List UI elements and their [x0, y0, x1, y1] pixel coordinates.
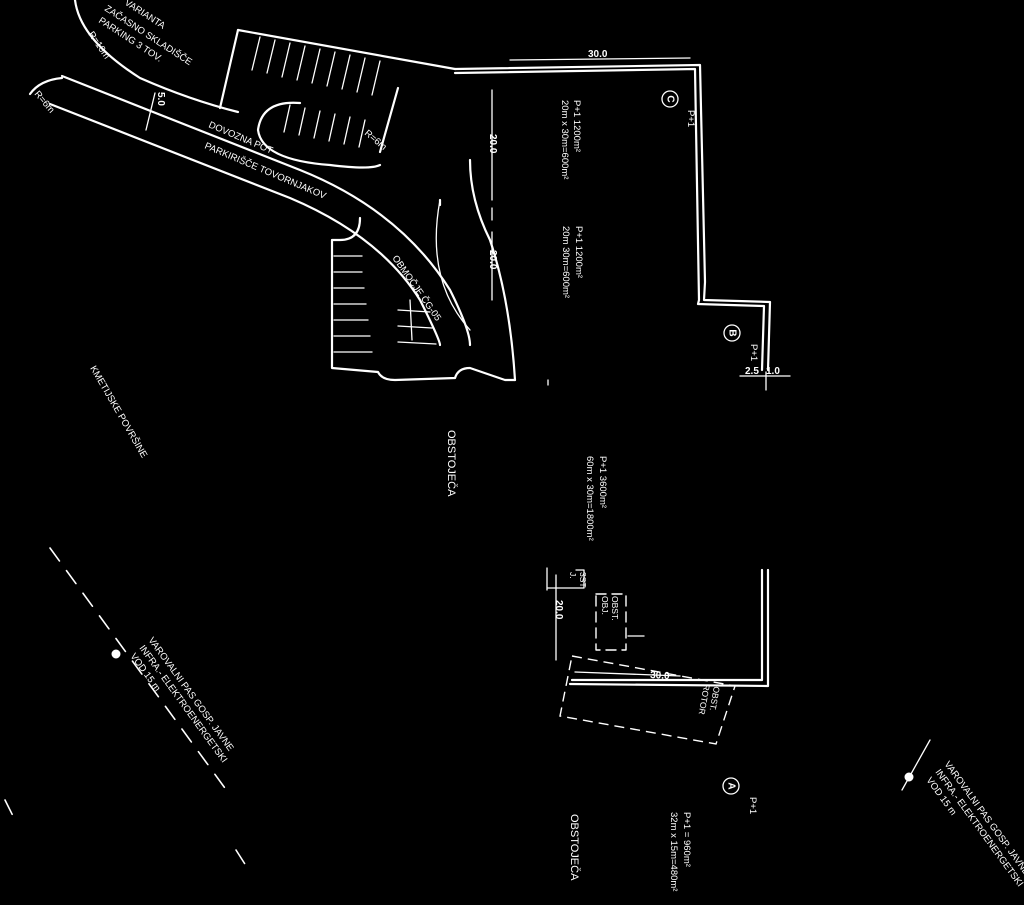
- dim-road-width: 5.0: [155, 92, 166, 106]
- left-radius: R=6m: [32, 89, 57, 116]
- dim-bottom-width: 30.0: [650, 670, 670, 682]
- corridor-right-line-2: INFRA.- ELEKTROENERGETSKI: [933, 767, 1024, 889]
- building-b-area-1: P+1 1200m²: [573, 226, 584, 278]
- corridor-right-line-1: VAROVALNI PAS GOSP. JAVNE: [942, 759, 1024, 877]
- building-b-letter: B: [727, 329, 738, 336]
- existing-objects: [547, 379, 736, 745]
- existing-fragment-2: J.: [568, 572, 578, 579]
- building-c-letter: C: [665, 95, 676, 102]
- building-a-area-1: P+1 = 960m²: [681, 812, 692, 867]
- truck-parking: [330, 158, 517, 382]
- parking-top: [218, 28, 457, 169]
- dim-offset-b: 1.0: [766, 366, 780, 377]
- dim-depth-b: 20.0: [487, 250, 498, 270]
- access-road: [28, 0, 472, 347]
- building-c-floors: P+1: [685, 110, 696, 127]
- dim-depth-c: 20.0: [487, 134, 498, 154]
- building-a-area-2: 32m x 15m=480m²: [668, 812, 679, 891]
- dim-top-width: 30.0: [588, 49, 608, 60]
- building-a-letter: A: [726, 782, 737, 789]
- building-outline-lower: [568, 568, 770, 688]
- existing-fragment-1: 3ST: [578, 572, 588, 588]
- existing-label-top: OBSTOJEČA: [445, 430, 458, 497]
- dim-offset-a: 2.5: [745, 366, 759, 377]
- building-b-floors: P+1: [748, 344, 759, 361]
- corridor-left-line-1: VAROVALNI PAS GOSP. JAVNE: [146, 635, 236, 753]
- building-marker-a: A P+1: [722, 777, 758, 814]
- building-c-area-2: 20m x 30m=600m²: [559, 100, 570, 179]
- range-label: OBMOČJE ČG-05: [390, 253, 444, 323]
- protective-corridors: [4, 547, 931, 873]
- existing-label-bottom: OBSTOJEČA: [568, 814, 581, 881]
- corridor-node-right: [904, 772, 914, 782]
- building-a-floors: P+1: [747, 797, 758, 814]
- dim-depth-lower: 20.0: [553, 600, 564, 620]
- dimension-lines: [491, 57, 791, 677]
- variant-radius: R=10m: [86, 30, 112, 62]
- main-building-area-1: P+1 3600m²: [597, 456, 608, 508]
- existing-rotor-label-2: ROTOR: [697, 684, 712, 716]
- main-building-area-2: 60m x 30m=1800m²: [584, 456, 595, 541]
- building-c-area-1: P+1 1200m²: [571, 100, 582, 152]
- corridor-left-line-2: INFRA.- ELEKTROENERGETSKI: [137, 643, 230, 765]
- farmland-label: KMETIJSKE POVRŠINE: [87, 364, 149, 460]
- building-marker-b: B P+1: [723, 324, 759, 361]
- existing-object-label-2: OBJ.: [600, 596, 610, 615]
- corridor-node-left: [111, 649, 121, 659]
- existing-rotor-label-1: OBST.: [708, 686, 722, 712]
- building-b-area-2: 20m 30m=600m²: [560, 226, 571, 298]
- existing-object-label-1: OBST.: [610, 596, 620, 621]
- building-outline-upper: [453, 63, 772, 372]
- building-marker-c: C P+1: [661, 90, 696, 127]
